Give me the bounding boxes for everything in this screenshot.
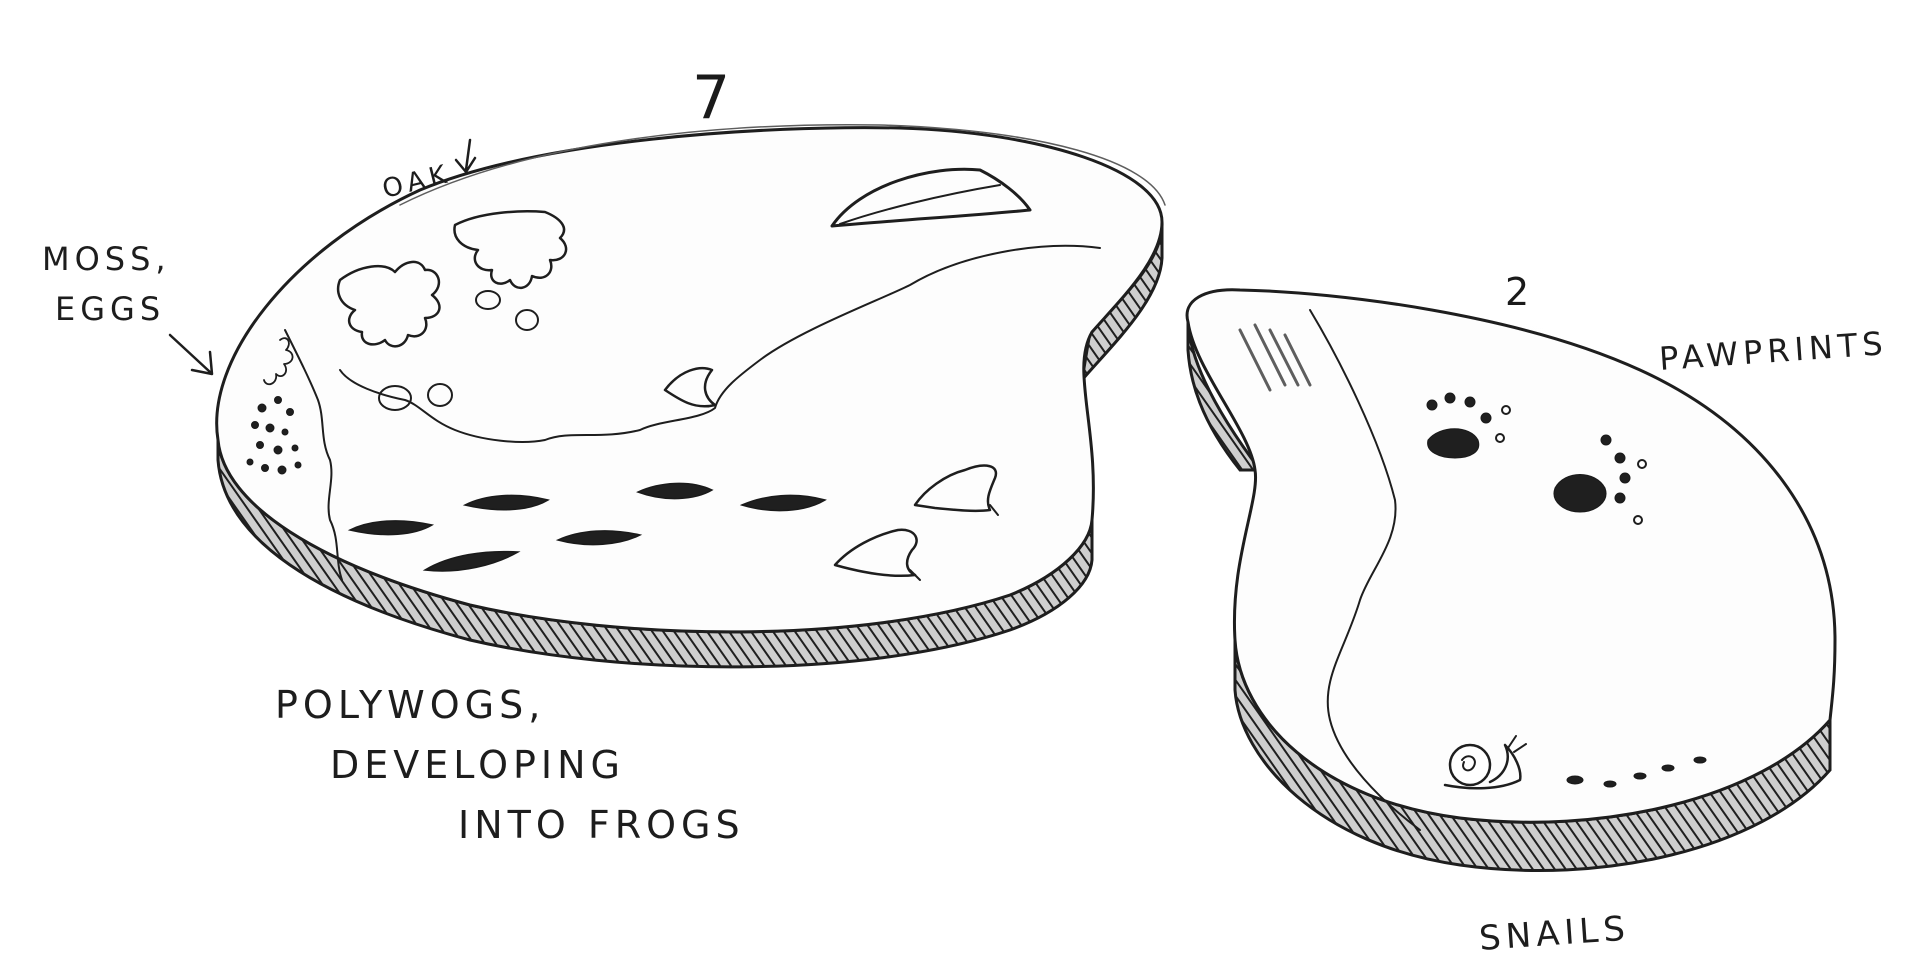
- polywogs-label-line1: POLYWOGS,: [275, 683, 545, 727]
- left-piece-number: 7: [692, 63, 730, 133]
- moss-label-line2: EGGS: [55, 290, 165, 328]
- right-piece-number: 2: [1505, 270, 1529, 314]
- oak-arrow-icon: [456, 140, 475, 172]
- moss-arrow-icon: [170, 335, 212, 374]
- left-terrain-piece: [170, 125, 1165, 667]
- polywogs-label-line3: INTO FROGS: [458, 803, 745, 847]
- moss-label-line1: MOSS,: [42, 240, 171, 278]
- pawprints-label: PAWPRINTS: [1658, 324, 1889, 378]
- right-terrain-piece: [1187, 290, 1835, 871]
- snails-label: SNAILS: [1478, 909, 1631, 959]
- polywogs-label-line2: DEVELOPING: [330, 743, 625, 787]
- left-piece-top-surface: [217, 128, 1162, 632]
